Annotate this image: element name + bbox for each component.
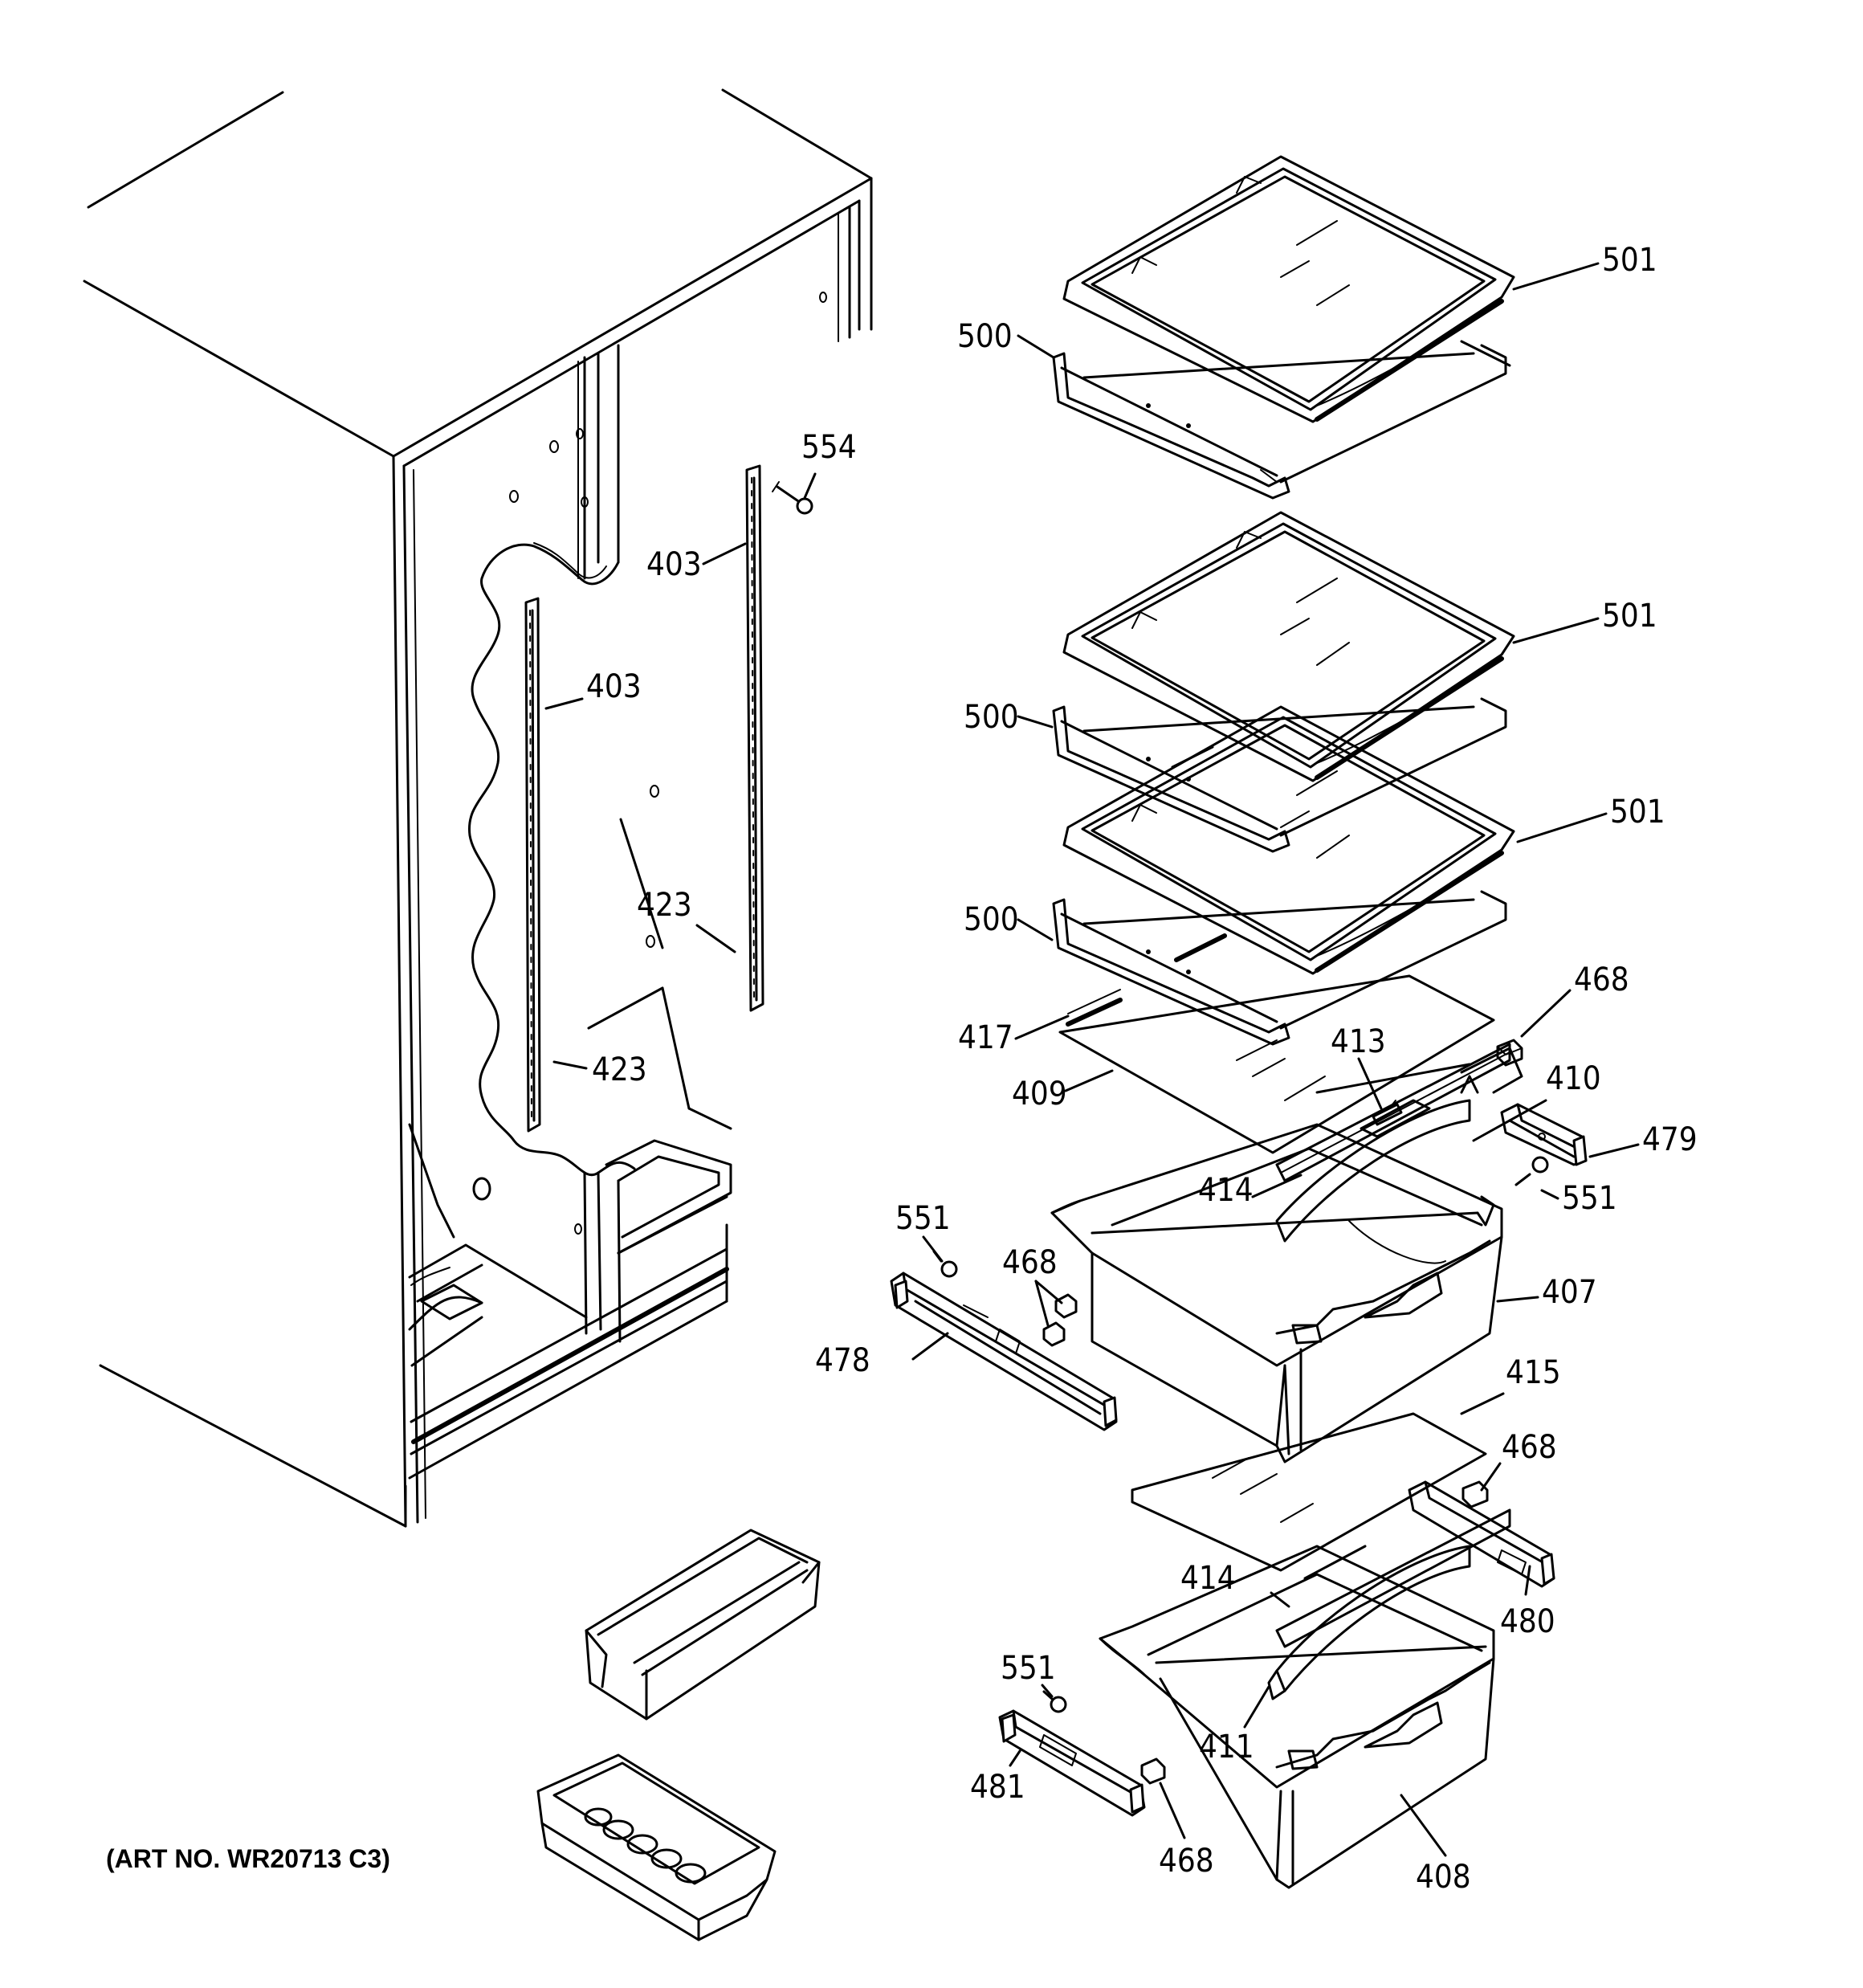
shelf-rail-403 [524,597,541,1133]
callout-415: 415 [1506,1354,1561,1391]
callout-409: 409 [1012,1076,1067,1112]
callout-468-upper-right: 468 [1574,961,1629,998]
bin-upper [585,1529,821,1721]
shelf-frame-500-middle [1052,697,1507,853]
slide-rail-479 [1500,1103,1588,1166]
art-number: (ART NO. WR20713 C3) [106,1844,390,1873]
callout-551-upper-left: 551 [895,1200,951,1237]
humidity-control-413 [1360,1099,1431,1138]
screw-551-lower [1041,1684,1067,1713]
callout-551-lower: 551 [1001,1650,1056,1687]
screw-551-right [1514,1156,1549,1186]
cover-trim-417 [1066,989,1123,1027]
slide-rail-481 [998,1709,1146,1817]
callout-417: 417 [958,1019,1013,1056]
slide-rail-480 [1408,1480,1555,1588]
callout-501-top: 501 [1602,242,1657,279]
callout-407: 407 [1542,1274,1597,1311]
callout-411: 411 [1199,1729,1254,1766]
shelf-frame-500-top [1052,340,1511,500]
callout-468-middle: 468 [1002,1244,1058,1281]
callout-413: 413 [1331,1023,1386,1060]
callout-551-right: 551 [1562,1180,1617,1217]
callout-403-left: 403 [586,668,642,705]
callout-478: 478 [815,1342,870,1379]
callout-501-lower: 501 [1610,794,1665,831]
cabinet [83,88,873,1528]
callout-423-right: 423 [637,887,692,924]
callout-501-middle: 501 [1602,598,1657,635]
callout-423-left: 423 [592,1051,647,1088]
callout-468-lower-left: 468 [1159,1843,1214,1880]
callout-481: 481 [970,1769,1025,1806]
callout-500-top: 500 [957,318,1013,355]
glass-shelf-501-lower [1062,705,1515,975]
crisper-drawer-407 [1050,1075,1503,1463]
callout-410: 410 [1546,1060,1601,1097]
callout-468-lower-right: 468 [1502,1429,1557,1466]
callout-500-lower: 500 [964,901,1019,938]
callout-500-middle: 500 [964,699,1019,736]
glass-shelf-501-top [1062,155,1515,423]
drawer-cover-414-lower [1275,1508,1511,1648]
crisper-cover-glass-415 [1131,1412,1487,1572]
callout-414-lower: 414 [1180,1560,1236,1597]
callout-480: 480 [1500,1603,1555,1640]
callout-479: 479 [1642,1121,1698,1158]
callout-414-upper: 414 [1198,1172,1254,1209]
glass-shelf-501-middle [1062,511,1515,782]
callout-403-right: 403 [646,546,702,583]
shelf-rail-403-right [745,464,764,1012]
slide-rail-478 [890,1272,1118,1431]
clip-468-lower-left [1140,1757,1166,1785]
clip-468-lower-right [1461,1480,1489,1508]
drawer-cover-414-upper [1275,1043,1511,1182]
clips-468-middle [1042,1293,1078,1347]
crisper-drawer-408 [1099,1545,1495,1889]
clip-468-upper-right [1496,1039,1523,1067]
crisper-cover-glass-409 [1058,974,1495,1154]
callout-labels: 501 500 554 403 403 501 500 501 423 500 … [586,242,1698,1896]
callout-408: 408 [1416,1859,1471,1896]
callout-554: 554 [801,429,857,466]
bin-lower [536,1753,777,1941]
leader-lines [544,262,1640,1857]
